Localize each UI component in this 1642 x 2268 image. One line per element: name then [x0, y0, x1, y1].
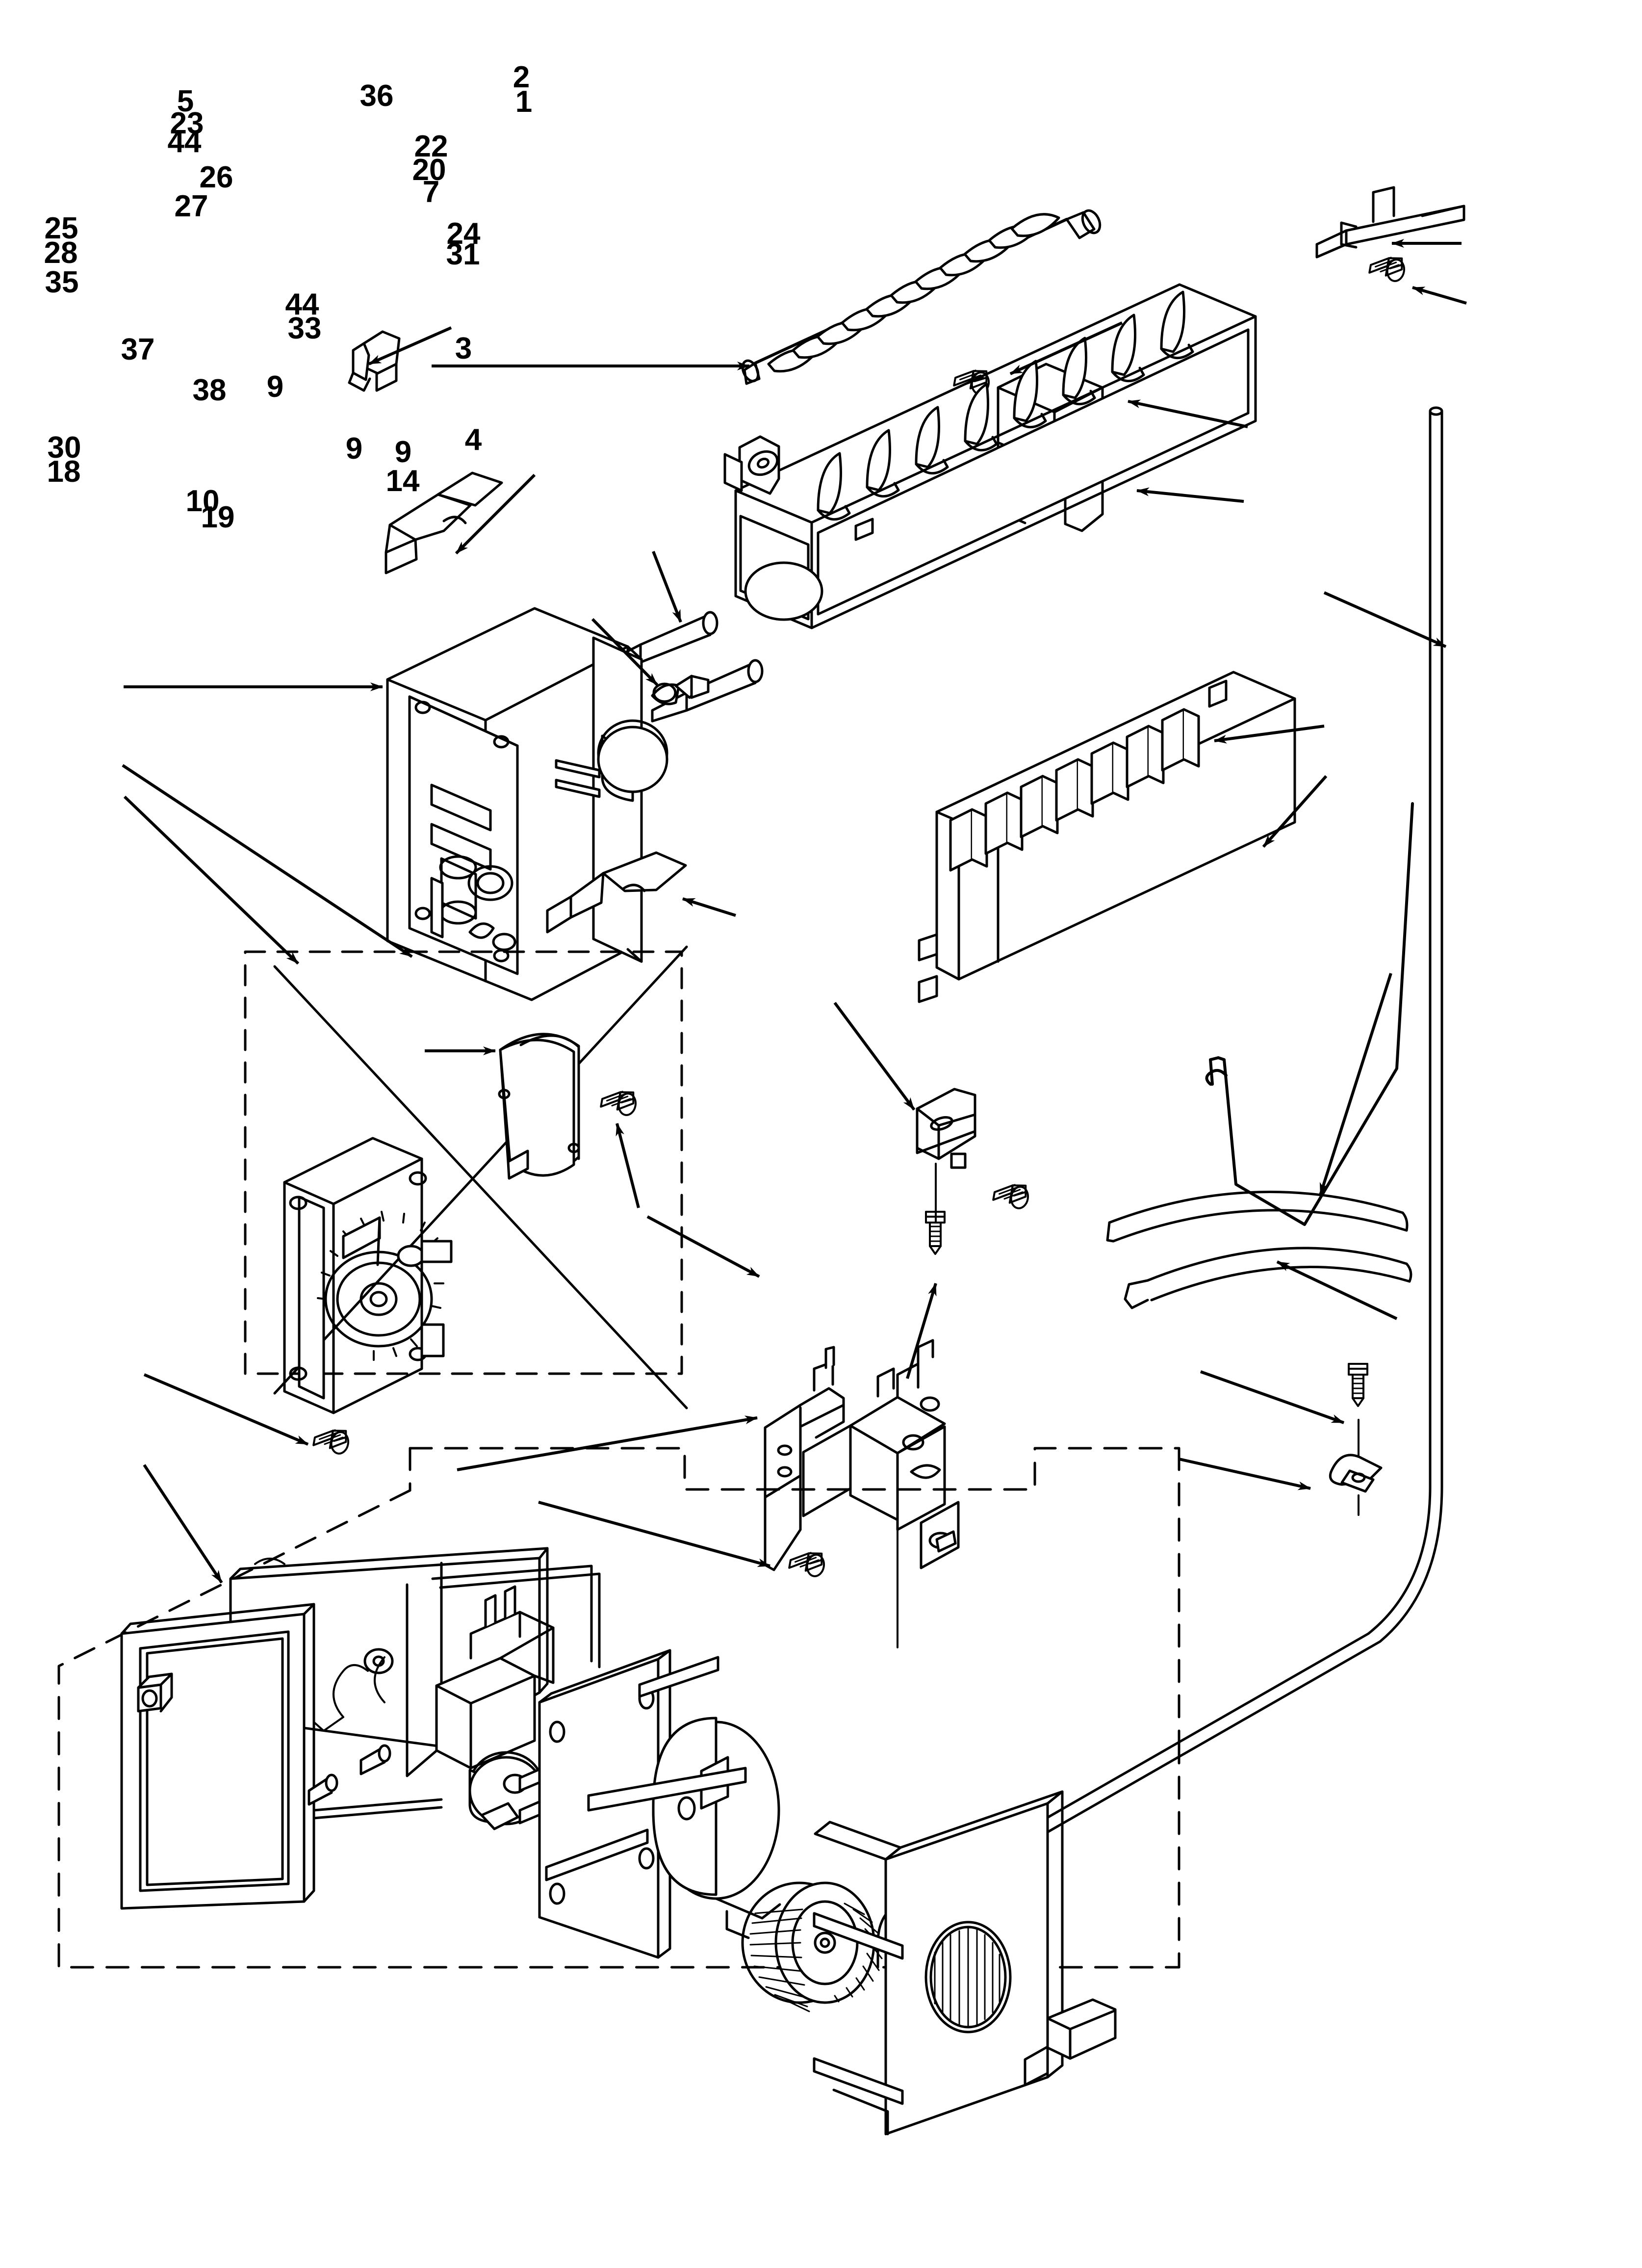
callout-23: 23 — [170, 106, 204, 140]
ice-level-shutoff-arm — [1315, 186, 1465, 259]
callout-9-c: 9 — [394, 435, 412, 469]
wire-bail-fill-arm — [1205, 802, 1414, 1226]
callout-4: 4 — [464, 423, 482, 457]
callout-37: 37 — [121, 333, 155, 366]
callout-9-b: 9 — [345, 432, 363, 466]
callout-33: 33 — [287, 312, 322, 345]
ice-mold-tray-assembly — [605, 283, 1257, 723]
tube-water-upper — [1106, 1191, 1409, 1243]
housing-module-front — [386, 607, 643, 1001]
callout-35: 35 — [45, 265, 79, 299]
bracket-mounting-clip — [916, 1088, 976, 1169]
callout-7: 7 — [422, 175, 440, 209]
water-tube-supply-line — [876, 406, 1443, 1969]
callout-36: 36 — [359, 79, 394, 113]
coupler-drive — [651, 675, 710, 705]
screw-9b — [993, 1180, 1030, 1209]
ice-stripper — [918, 671, 1296, 1003]
callout-3: 3 — [455, 332, 472, 365]
module-control-plate — [283, 1137, 453, 1414]
fill-cup-deflector-lower — [546, 851, 687, 934]
callout-2: 2 — [513, 60, 530, 94]
screw-9a — [926, 1163, 945, 1254]
dispenser-housing-assembly — [120, 1547, 781, 1959]
callout-20: 20 — [412, 153, 446, 187]
callout-27: 27 — [174, 189, 208, 223]
screw-38 — [600, 1087, 638, 1116]
blower-wheel — [741, 1881, 883, 2012]
clamp-tube — [1329, 1364, 1383, 1516]
callout-10: 10 — [185, 484, 220, 518]
auger-ice-sweep — [741, 209, 1102, 385]
callout-9-a: 9 — [266, 370, 284, 404]
tube-water-lower — [1124, 1247, 1412, 1309]
motor-cover-shroud — [498, 1033, 580, 1180]
callout-19: 19 — [201, 500, 235, 534]
callout-18: 18 — [47, 455, 81, 489]
screw-30 — [313, 1426, 350, 1455]
switch-assembly-bracket — [764, 1339, 960, 1648]
callout-31: 31 — [446, 237, 480, 271]
callout-25: 25 — [44, 211, 78, 245]
callout-24: 24 — [446, 217, 481, 251]
callout-44-mid: 44 — [285, 287, 319, 321]
callout-1: 1 — [515, 85, 533, 119]
callout-22: 22 — [414, 130, 448, 163]
callout-30: 30 — [47, 431, 81, 465]
leader-lines — [122, 239, 1467, 1584]
module-group-dashed-boundary — [244, 950, 683, 1375]
callout-44-top: 44 — [167, 125, 202, 159]
screw-1 — [1369, 253, 1406, 282]
screw-19 — [789, 1548, 826, 1577]
callout-28: 28 — [44, 236, 78, 270]
callout-26: 26 — [199, 160, 233, 194]
motor-icemaker — [555, 719, 668, 802]
callout-14: 14 — [385, 464, 420, 498]
air-duct-shroud — [813, 1790, 1117, 2136]
fill-cup-deflector-upper — [385, 471, 503, 574]
callout-38: 38 — [192, 373, 227, 407]
callout-5: 5 — [177, 84, 194, 118]
